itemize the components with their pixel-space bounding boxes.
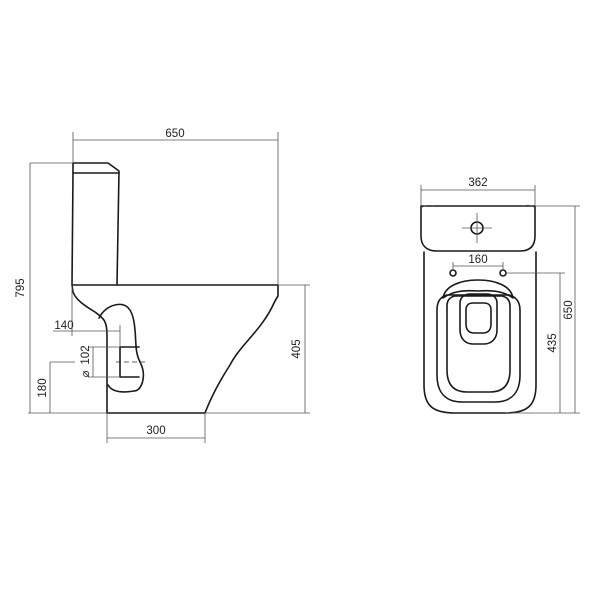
- dim-bolt-spacing: 160: [468, 254, 487, 266]
- body-top-outline: [423, 251, 537, 414]
- diameter-symbol: ⌀: [80, 370, 92, 377]
- dim-bowl-height: 405: [291, 339, 303, 358]
- water-spot: [465, 302, 492, 334]
- dim-outlet-height: 180: [37, 378, 49, 397]
- dim-base-length: 300: [146, 425, 165, 437]
- tank-side-outline: [71, 162, 120, 286]
- top-view: 362 160 650 435: [420, 177, 580, 414]
- dimension-lines-side: [28, 132, 310, 443]
- flush-button-icon: [462, 213, 492, 243]
- bolt-hole-left: [449, 269, 457, 277]
- dim-outlet-offset: 140: [54, 320, 73, 332]
- bowl-side-outline: [71, 284, 279, 414]
- side-view: 650 795 405 300 140 102 ⌀ 180: [15, 128, 310, 443]
- dim-bolt-to-front: 435: [547, 333, 559, 352]
- dimension-lines-top: [420, 185, 580, 414]
- seat-outer: [436, 294, 521, 403]
- seat-hinge: [442, 279, 514, 299]
- seat-inner: [446, 295, 511, 393]
- dim-overall-length: 650: [165, 128, 184, 140]
- dim-overall-height: 795: [15, 278, 27, 297]
- tank-top-outline: [420, 205, 536, 252]
- dim-outlet-diameter: 102: [80, 345, 92, 364]
- dim-overall-depth: 650: [563, 300, 575, 319]
- dim-overall-width: 362: [468, 177, 487, 189]
- bolt-hole-right: [499, 269, 507, 277]
- bowl-opening: [459, 293, 498, 345]
